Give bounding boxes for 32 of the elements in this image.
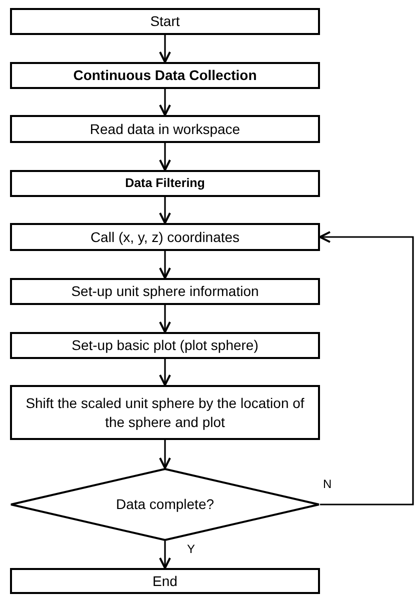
node-text: End — [152, 572, 178, 590]
process-box — [10, 170, 320, 197]
node-text: Start — [150, 12, 180, 31]
edge-label: Y — [186, 542, 196, 556]
arrow — [159, 89, 171, 116]
node-text: Continuous Data Collection — [73, 66, 257, 85]
arrow — [159, 197, 171, 224]
process-box — [10, 385, 320, 440]
node-text: Set-up basic plot (plot sphere) — [72, 336, 258, 355]
node-text: Data complete? — [116, 495, 214, 514]
arrow — [159, 143, 171, 171]
arrow — [159, 359, 171, 386]
process-box — [10, 115, 320, 143]
arrow — [159, 440, 171, 469]
arrow — [159, 35, 171, 63]
node-text: Read data in workspace — [90, 120, 240, 138]
edge-label: N — [322, 477, 333, 491]
arrow — [159, 251, 171, 279]
node-text: Shift the scaled unit sphere by the location of the sphere and plot — [24, 394, 306, 431]
process-box — [10, 278, 320, 305]
decision-diamond — [10, 468, 320, 541]
process-box — [10, 332, 320, 359]
process-box — [10, 8, 320, 35]
process-box — [10, 568, 320, 594]
node-text: Call (x, y, z) coordinates — [90, 228, 240, 246]
process-box — [10, 223, 320, 251]
node-text: Set-up unit sphere information — [71, 282, 259, 301]
node-text: Data Filtering — [125, 175, 205, 192]
arrow — [319, 231, 414, 506]
arrow — [159, 305, 171, 333]
arrow — [159, 541, 171, 569]
process-box — [10, 62, 320, 89]
